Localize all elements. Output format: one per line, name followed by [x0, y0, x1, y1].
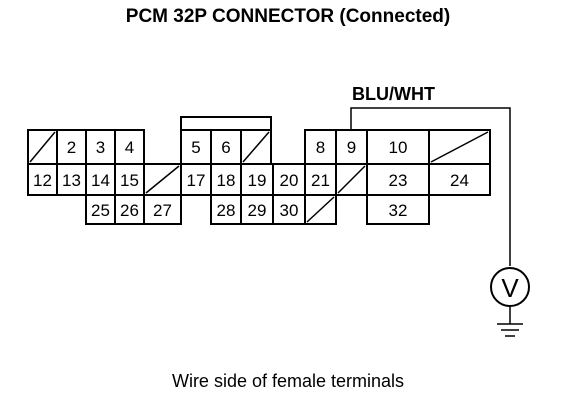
terminal-number: 24	[450, 171, 469, 190]
probe-wire	[350, 107, 511, 266]
terminal-number: 12	[33, 171, 52, 190]
empty-terminal-slash	[306, 196, 335, 223]
terminal-number: 25	[91, 201, 110, 220]
terminal-cell	[304, 194, 337, 225]
empty-terminal-slash	[29, 131, 56, 163]
terminal-number: 18	[217, 171, 236, 190]
terminal-number: 3	[96, 138, 105, 157]
terminal-number: 27	[153, 201, 172, 220]
lock-tab	[180, 116, 272, 130]
diagram-caption: Wire side of female terminals	[171, 371, 405, 391]
wire-color-label: BLU/WHT	[352, 84, 435, 104]
voltmeter-icon: V	[490, 267, 530, 307]
terminal-number: 26	[120, 201, 139, 220]
terminal-number: 28	[217, 201, 236, 220]
terminal-number: 15	[120, 171, 139, 190]
terminal-number: 14	[91, 171, 110, 190]
terminal-number: 5	[191, 138, 200, 157]
terminal-number: 9	[347, 138, 356, 157]
diagram-title: PCM 32P CONNECTOR (Connected)	[125, 6, 451, 27]
terminal-number: 29	[248, 201, 267, 220]
terminal-cell	[428, 163, 491, 196]
terminal-number: 13	[62, 171, 81, 190]
empty-terminal-slash	[242, 131, 270, 163]
terminal-cell	[143, 194, 182, 225]
terminal-number: 4	[125, 138, 134, 157]
empty-terminal-slash	[430, 131, 489, 163]
empty-terminal-slash	[145, 165, 180, 194]
terminal-cell	[366, 194, 430, 225]
terminal-number: 21	[311, 171, 330, 190]
terminal-number: 30	[280, 201, 299, 220]
terminal-number: 23	[389, 171, 408, 190]
terminal-number: 8	[316, 138, 325, 157]
voltmeter-symbol: V	[501, 273, 519, 303]
terminal-number: 20	[280, 171, 299, 190]
terminal-number: 32	[389, 201, 408, 220]
terminal-number: 2	[67, 138, 76, 157]
terminal-number: 17	[187, 171, 206, 190]
ground-icon	[497, 306, 523, 337]
terminal-number: 10	[389, 138, 408, 157]
empty-terminal-slash	[337, 165, 366, 194]
terminal-number: 6	[221, 138, 230, 157]
terminal-number: 19	[248, 171, 267, 190]
